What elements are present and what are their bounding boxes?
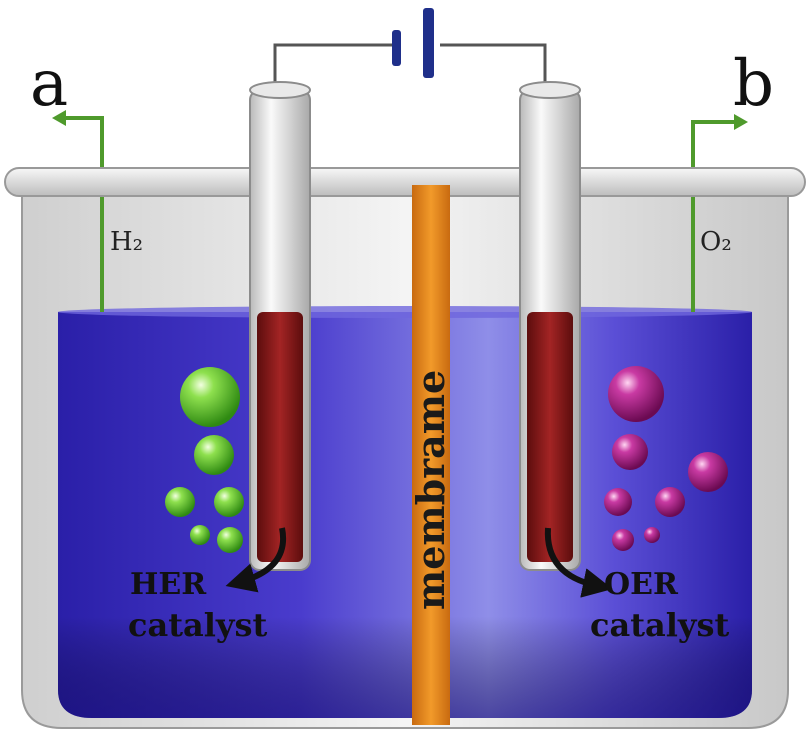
membrane — [412, 185, 450, 725]
oer-arrow — [544, 527, 613, 598]
battery-circuit — [273, 8, 547, 90]
h2-outlet-pipe — [64, 116, 104, 312]
anode-tube — [519, 81, 581, 571]
o2-bubble — [655, 487, 685, 517]
oer-electrode — [527, 312, 573, 562]
outlet-label-a: a — [30, 47, 68, 121]
o2-bubble — [612, 529, 634, 551]
h2-bubble — [194, 435, 234, 475]
o2-outlet-pipe — [691, 120, 735, 312]
o2-bubbles — [604, 366, 728, 551]
h2-label: H₂ — [110, 227, 143, 257]
h2-bubble — [165, 487, 195, 517]
o2-bubble — [604, 488, 632, 516]
o2-bubble — [688, 452, 728, 492]
o2-bubble — [612, 434, 648, 470]
oer-label: OER — [604, 567, 679, 602]
oer-catalyst-label: catalyst — [590, 606, 730, 644]
her-electrode — [257, 312, 303, 562]
o2-bubble — [644, 527, 660, 543]
membrane-label: membrame — [408, 370, 453, 610]
her-arrow — [225, 527, 287, 593]
o2-label: O₂ — [700, 227, 732, 257]
her-label: HER — [130, 567, 207, 602]
cathode-tube — [249, 81, 311, 571]
o2-outlet-arrow — [734, 114, 748, 130]
h2-bubbles — [165, 367, 244, 553]
h2-bubble — [217, 527, 243, 553]
battery-negative-plate — [392, 30, 401, 66]
electrolyte — [58, 306, 752, 718]
h2-bubble — [214, 487, 244, 517]
h2-outlet-arrow — [52, 110, 66, 126]
battery-positive-plate — [423, 8, 434, 78]
outlet-label-b: b — [733, 47, 774, 121]
circuit-wire — [273, 43, 547, 90]
beaker-rim — [4, 167, 806, 197]
h2-bubble — [190, 525, 210, 545]
o2-bubble — [608, 366, 664, 422]
h2-bubble — [180, 367, 240, 427]
her-catalyst-label: catalyst — [128, 606, 268, 644]
